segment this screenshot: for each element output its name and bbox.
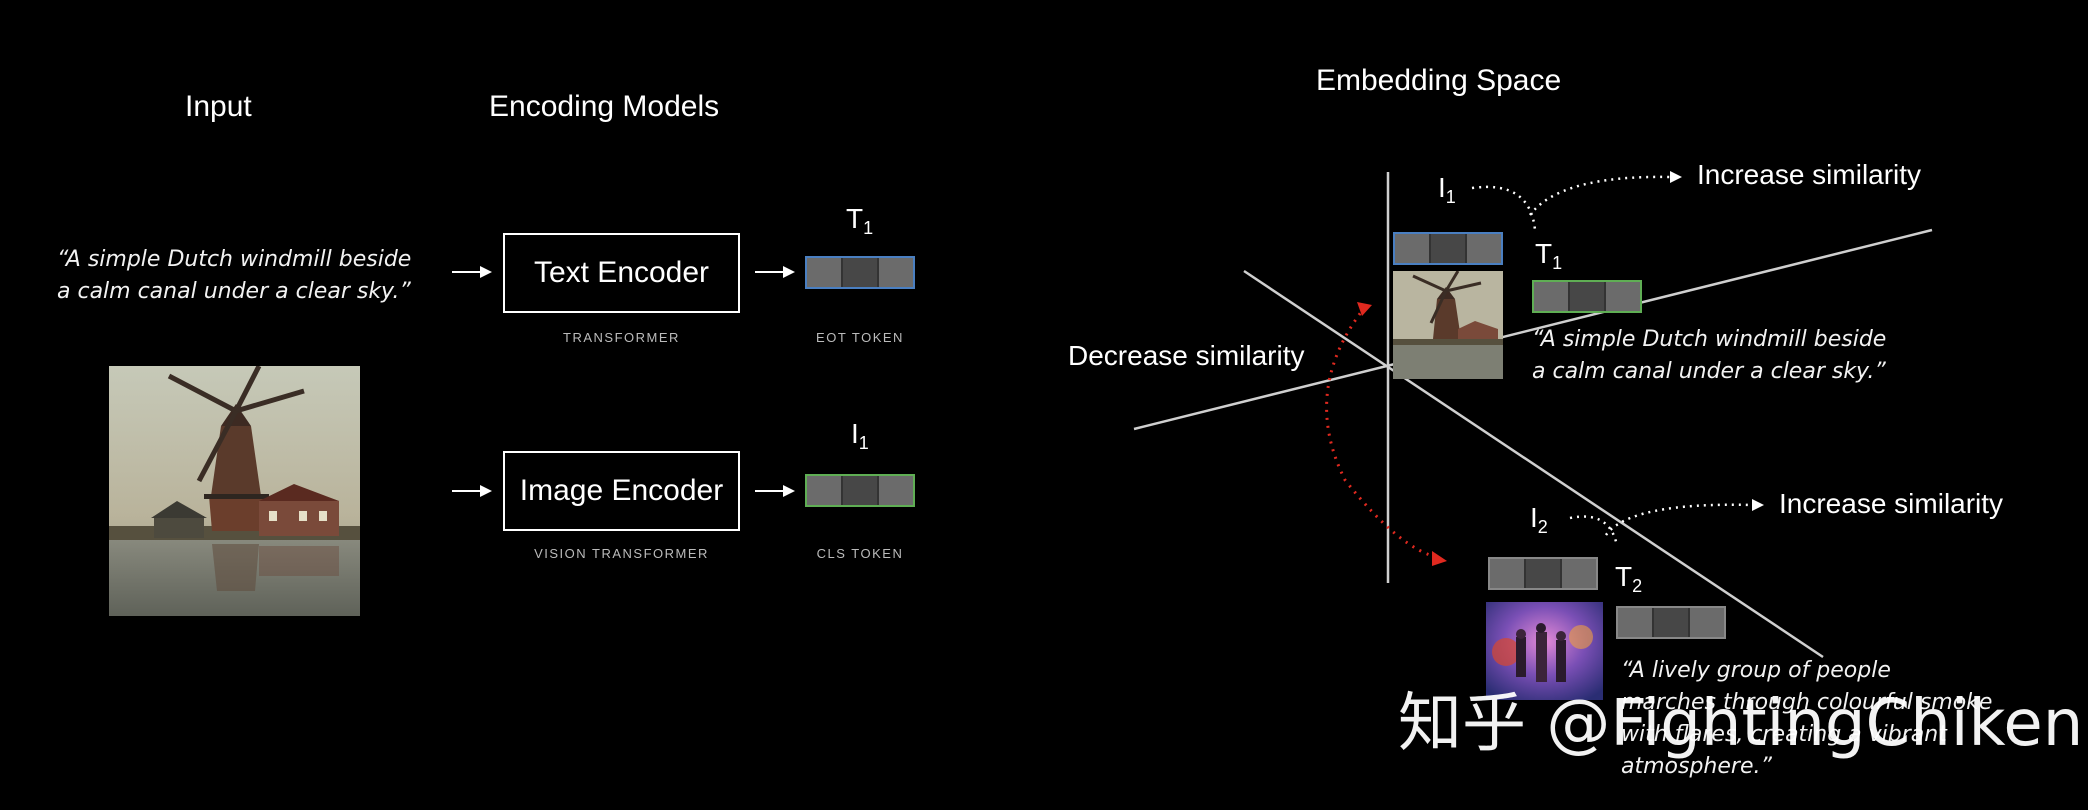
image-encoder-sublabel: VISION TRANSFORMER [534, 546, 709, 561]
text-input-arrow [452, 266, 492, 278]
caption-2-line4: atmosphere.” [1621, 754, 1772, 779]
windmill-thumbnail [1393, 270, 1503, 379]
image-encoder-label: Image Encoder [519, 474, 724, 507]
i1-vector [1393, 232, 1503, 265]
image-output-arrow [755, 485, 795, 497]
input-caption-line1: “A simple Dutch windmill beside [57, 247, 412, 272]
i1-token-label: I1 [851, 418, 869, 453]
caption-2-line3: with flares, creating a vibrant [1621, 722, 1947, 747]
diagonal-axis-up [1133, 228, 1933, 431]
cls-token-label: CLS TOKEN [816, 546, 904, 561]
text-encoder-box: Text Encoder [503, 233, 740, 313]
increase-similarity-arrow-1 [1529, 175, 1671, 216]
input-heading: Input [185, 90, 252, 123]
t2-label: T2 [1615, 561, 1643, 596]
encoding-models-heading: Encoding Models [489, 90, 720, 123]
windmill-thumbnail-illustration [1393, 270, 1503, 379]
windmill-illustration [109, 364, 360, 616]
crowd-thumbnail [1486, 602, 1603, 700]
input-text-caption: “A simple Dutch windmill beside a calm c… [57, 244, 411, 308]
caption-2: “A lively group of people marches throug… [1621, 655, 1992, 783]
watermark: 知乎 @FightingChiken [1398, 687, 2084, 761]
image-encoder-box: Image Encoder [503, 451, 740, 531]
diagonal-axis-down [1243, 269, 1824, 659]
caption-2-line1: “A lively group of people [1621, 658, 1891, 683]
i2-t2-dotted-link [1569, 515, 1619, 547]
t1-token-label: T1 [846, 203, 874, 238]
eot-token-label: EOT TOKEN [816, 330, 904, 345]
text-output-arrow [755, 266, 795, 278]
caption-1-line1: “A simple Dutch windmill beside [1532, 327, 1887, 352]
crowd-thumbnail-illustration [1486, 602, 1603, 700]
image-embedding-vector [805, 474, 915, 507]
input-caption-line2: a calm canal under a clear sky.” [57, 279, 411, 304]
t2-vector [1616, 606, 1726, 639]
i2-label: I2 [1530, 502, 1548, 537]
i1-label: I1 [1438, 172, 1456, 207]
t1-vector [1532, 280, 1642, 313]
increase-similarity-label-1: Increase similarity [1697, 159, 1922, 190]
text-encoder-label: Text Encoder [533, 256, 710, 289]
increase-similarity-arrow-2 [1604, 503, 1753, 536]
increase-similarity-label-2: Increase similarity [1779, 488, 2004, 519]
decrease-similarity-arrow [1325, 306, 1441, 560]
t1-label: T1 [1535, 238, 1563, 273]
caption-1-line2: a calm canal under a clear sky.” [1532, 359, 1886, 384]
windmill-image [109, 364, 360, 616]
image-input-arrow [452, 485, 492, 497]
caption-1: “A simple Dutch windmill beside a calm c… [1532, 324, 1886, 388]
decrease-similarity-label: Decrease similarity [1068, 340, 1305, 371]
embedding-space-heading: Embedding Space [1316, 64, 1562, 97]
text-encoder-sublabel: TRANSFORMER [563, 330, 680, 345]
i1-t1-dotted-link [1471, 185, 1537, 231]
i2-vector [1488, 557, 1598, 590]
caption-2-line2: marches through colourful smoke [1621, 690, 1993, 715]
text-embedding-vector [805, 256, 915, 289]
